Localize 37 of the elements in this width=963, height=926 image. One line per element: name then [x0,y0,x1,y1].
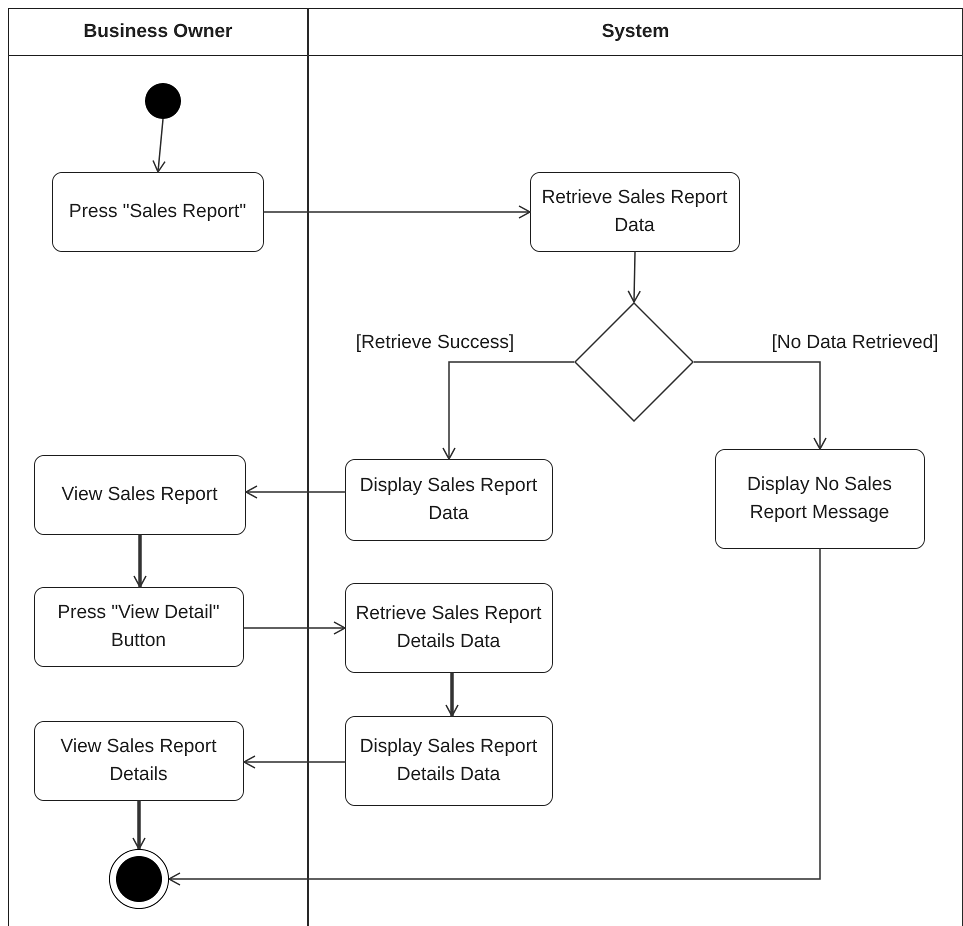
flow-arrow [264,205,531,219]
action-box [344,458,552,540]
lane-header: Business Owner [9,9,307,56]
action-box [34,586,244,666]
flow-arrow [244,621,346,635]
flow-arrow [445,673,459,717]
flow-arrow [694,361,827,450]
action-label: View Sales Report Details [60,734,218,786]
action-box [714,448,924,548]
lane-header: System [309,9,962,56]
action-box [52,172,264,252]
swimlane [8,8,308,926]
action-box [344,716,552,806]
action-box [34,720,244,800]
guard-label: [No Data Retrieved] [770,332,940,354]
flow-arrow [152,118,166,173]
flow-arrow [627,252,641,303]
action-label: Display Sales Report Details Data [358,734,538,786]
action-label: Retrieve Sales Report Details Data [354,602,542,654]
swimlane [308,8,963,926]
action-label: Press "Sales Report" [68,200,246,224]
action-label: Press "View Detail" Button [56,600,221,652]
decision-diamond [574,302,694,422]
flow-arrow [442,361,574,460]
action-label: Display Sales Report Data [358,474,538,526]
flow-arrow [168,549,821,886]
action-box [344,582,552,672]
flow-arrow [245,485,345,499]
flow-arrow [133,535,147,588]
action-box [530,172,740,252]
action-label: Retrieve Sales Report Data [540,186,728,238]
action-box [34,454,246,534]
action-label: View Sales Report [62,482,218,506]
action-label: Display No Sales Report Message [746,472,893,524]
initial-node [144,82,180,118]
flow-arrow [132,801,146,850]
flow-arrow [243,755,345,769]
